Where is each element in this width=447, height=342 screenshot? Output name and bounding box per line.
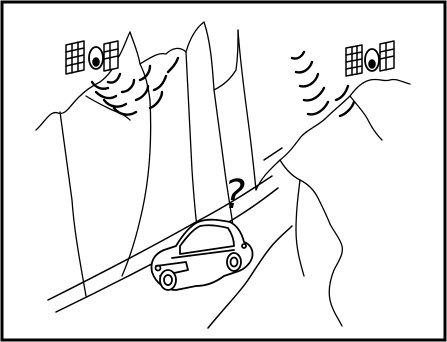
question-mark-label: ? <box>224 172 245 218</box>
